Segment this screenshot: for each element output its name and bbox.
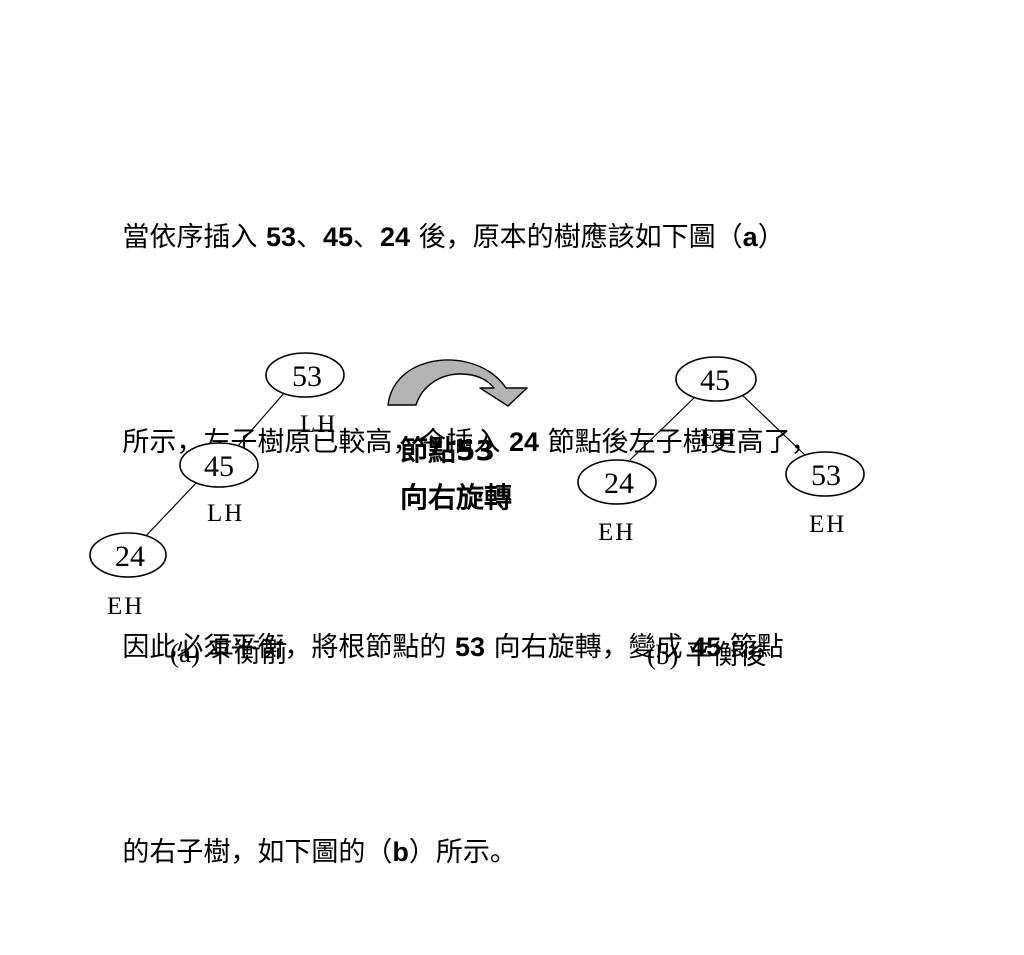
number-span: 53 (454, 632, 485, 662)
node-value: 45 (204, 450, 234, 483)
node-ellipse (265, 352, 345, 398)
text-span: 因此必須平衡，將根節點的 (122, 632, 455, 663)
text-span: 向右旋轉，變成 (484, 632, 692, 663)
text-span: 的右子樹，如下圖的（ (122, 837, 393, 868)
rotation-note-line: 節點53 (400, 434, 495, 467)
rotation-arrow-icon (387, 359, 528, 407)
rotation-note-line: 向右旋轉 (400, 481, 512, 514)
text-span: 後，原本的樹應該如下圖（ (410, 222, 743, 253)
node-value: 53 (811, 459, 841, 492)
text-span: 節點 (721, 632, 784, 663)
node-value: 53 (292, 360, 322, 393)
number-span: 53 (265, 222, 296, 252)
balance-factor-label: EH (107, 593, 144, 620)
tree-node-45: 45 EH (675, 356, 757, 452)
balance-factor-label: EH (598, 519, 635, 546)
node-ellipse (89, 532, 167, 578)
node-ellipse (179, 442, 259, 488)
node-ellipse (577, 459, 657, 505)
tree-edge (236, 391, 286, 448)
tree-node-45: 45 LH (179, 442, 259, 527)
number-span: 45 (691, 632, 722, 662)
node-value: 24 (604, 467, 634, 500)
text-span: 、 (353, 222, 381, 253)
tree-node-24: 24 EH (89, 532, 167, 620)
avl-rotation-diagram: 53 LH 45 LH 24 EH (a) 平衡前 節點53 向右旋轉 45 E… (89, 352, 865, 670)
text-span: 、 (295, 222, 323, 253)
caption-before-balance: (a) 平衡前 (170, 638, 288, 668)
tree-edge (739, 392, 807, 457)
text-span: ） (757, 222, 785, 253)
text-span: 節點後左子樹更高了， (538, 427, 818, 458)
letter-span: b (392, 837, 409, 867)
tree-edge (143, 481, 198, 539)
node-ellipse (785, 451, 865, 497)
balance-factor-label: LH (207, 500, 244, 527)
tree-node-53: 53 LH (265, 352, 345, 438)
letter-span: a (742, 222, 758, 252)
balance-factor-label: LH (300, 411, 337, 438)
paragraph-line: 當依序插入 53、45、24 後，原本的樹應該如下圖（a） (88, 176, 988, 299)
tree-a: 53 LH 45 LH 24 EH (a) 平衡前 (89, 352, 345, 668)
text-span: ）所示。 (408, 837, 517, 868)
tree-node-53: 53 EH (785, 451, 865, 538)
node-ellipse (675, 356, 757, 402)
paragraph-line: 的右子樹，如下圖的（b）所示。 (88, 791, 988, 914)
balance-factor-label: EH (809, 511, 846, 538)
tree-b: 45 EH 24 EH 53 EH (b) 平衡後 (577, 356, 865, 670)
tree-edge (629, 394, 698, 461)
number-span: 45 (322, 222, 354, 252)
paragraph-line: 因此必須平衡，將根節點的 53 向右旋轉，變成 45 節點 (88, 586, 988, 709)
tree-node-24: 24 EH (577, 459, 657, 546)
caption-after-balance: (b) 平衡後 (647, 640, 766, 670)
node-value: 24 (115, 540, 145, 573)
balance-factor-label: EH (700, 425, 737, 452)
number-span: 24 (508, 427, 539, 457)
node-value: 45 (700, 364, 730, 397)
text-span: 當依序插入 (122, 222, 266, 253)
number-span: 24 (380, 222, 411, 252)
rotation-note: 節點53 向右旋轉 (400, 434, 512, 514)
